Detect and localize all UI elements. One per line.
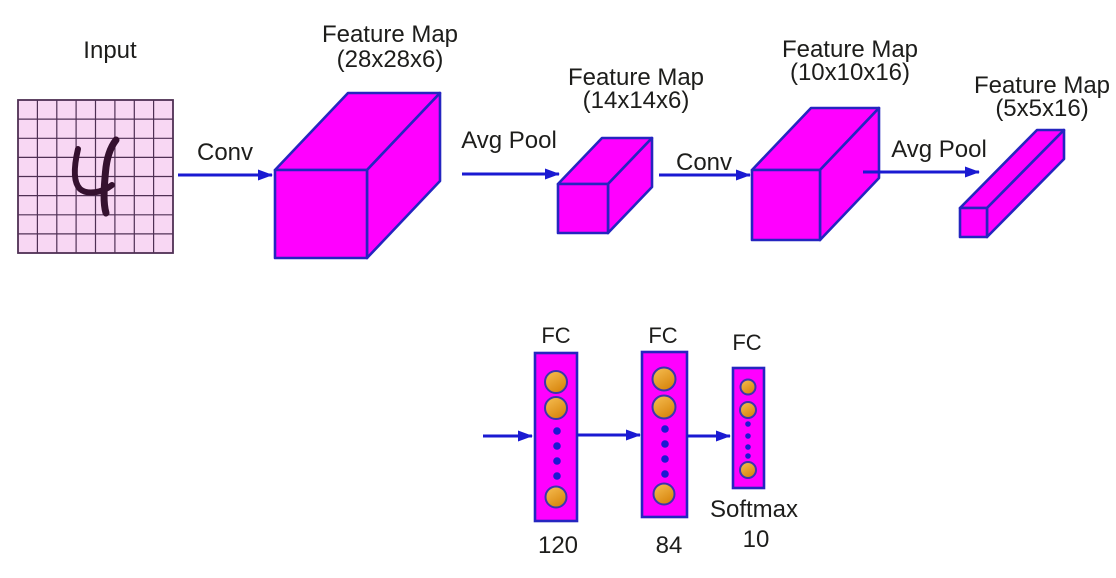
feature-map-3-dims: (10x10x16) — [790, 59, 910, 86]
ellipsis-dot — [661, 455, 669, 463]
ellipsis-dot — [553, 427, 561, 435]
conv-1-label: Conv — [197, 139, 253, 166]
neuron-node — [652, 482, 676, 506]
feature-map-4-title: Feature Map — [974, 72, 1110, 99]
handwritten-digit-4 — [71, 136, 120, 217]
neuron-node — [739, 461, 757, 479]
feature-map-2: Feature Map (14x14x6) — [556, 64, 704, 235]
avgpool-2-label: Avg Pool — [891, 136, 987, 163]
ellipsis-dot — [661, 470, 669, 478]
ellipsis-dot — [661, 440, 669, 448]
box-front-face — [958, 206, 989, 239]
feature-map-4-dims: (5x5x16) — [995, 95, 1088, 122]
neuron-node — [544, 485, 568, 509]
ellipsis-dot — [553, 457, 561, 465]
avgpool-1-label: Avg Pool — [461, 127, 557, 154]
feature-map-3-title: Feature Map — [782, 36, 918, 63]
ellipsis-dot — [745, 453, 751, 459]
fc1-units: 120 — [538, 532, 578, 559]
digit-4-right-stroke — [100, 136, 120, 217]
input-grid-horizontal-lines — [18, 118, 173, 235]
feature-map-4-box — [958, 128, 1066, 239]
neuron-node — [651, 366, 677, 392]
input-label: Input — [83, 37, 137, 64]
conv-operation-1: Conv — [178, 139, 273, 181]
fc-layer-84: FC 84 — [640, 323, 689, 559]
fc-layer-120: FC 120 — [533, 323, 579, 559]
feature-map-1-title: Feature Map — [322, 21, 458, 48]
avgpool-operation-1: Avg Pool — [461, 127, 560, 180]
feature-map-1-box — [273, 91, 442, 260]
conv-2-label: Conv — [676, 149, 732, 176]
feature-map-3-box — [750, 106, 881, 242]
box-front-face — [556, 182, 610, 235]
neuron-node — [651, 394, 677, 420]
input-image: Input — [17, 37, 174, 254]
conv-operation-2: Conv — [659, 149, 751, 181]
fc1-label: FC — [541, 323, 570, 348]
ellipsis-dot — [553, 442, 561, 450]
fc3-units: 10 — [743, 526, 770, 553]
neuron-node — [739, 378, 757, 396]
feature-map-2-title: Feature Map — [568, 64, 704, 91]
feature-map-2-box — [556, 136, 654, 235]
fc3-activation: Softmax — [710, 496, 798, 523]
fc3-label: FC — [732, 330, 761, 355]
ellipsis-dot — [553, 472, 561, 480]
avgpool-operation-2: Avg Pool — [863, 136, 987, 178]
ellipsis-dot — [745, 444, 751, 450]
neuron-node — [544, 396, 568, 420]
fc2-label: FC — [648, 323, 677, 348]
fc-layer-10: FC Softmax 10 — [710, 330, 798, 553]
ellipsis-dot — [661, 425, 669, 433]
neuron-node — [544, 370, 568, 394]
box-front-face — [750, 168, 822, 242]
feature-map-4: Feature Map (5x5x16) — [958, 72, 1110, 239]
feature-map-3: Feature Map (10x10x16) — [750, 36, 918, 242]
ellipsis-dot — [745, 421, 751, 427]
neuron-node — [739, 401, 757, 419]
feature-map-1-dims: (28x28x6) — [337, 46, 444, 73]
ellipsis-dot — [745, 433, 751, 439]
fc2-units: 84 — [656, 532, 683, 559]
feature-map-2-dims: (14x14x6) — [583, 87, 690, 114]
box-front-face — [273, 168, 369, 260]
feature-map-1: Feature Map (28x28x6) — [273, 21, 458, 260]
